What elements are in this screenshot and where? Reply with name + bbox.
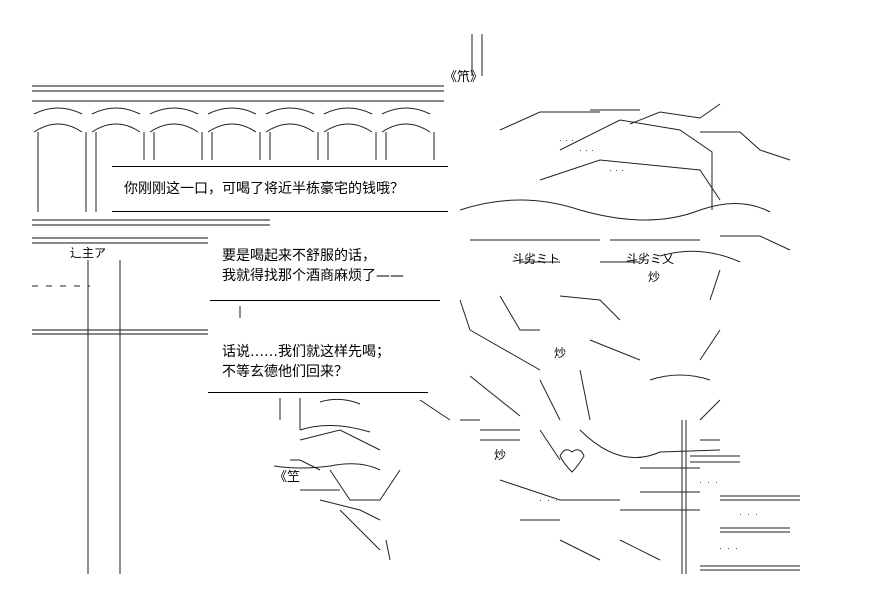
label-dou-2: 斗劣ミ乂	[626, 252, 675, 266]
right-stripes	[681, 420, 800, 574]
speech-line: 话说……我们就这样先喝；	[222, 344, 390, 360]
label-zhuzhu: 辶主ア	[70, 246, 107, 260]
label-chao-2: 炒	[494, 448, 507, 462]
speech-text-3: 话说……我们就这样先喝； 不等玄德他们回来？	[222, 342, 390, 382]
speech-bubble-2: 要是喝起来不舒服的话， 我就得找那个酒商麻烦了——	[210, 236, 440, 301]
pole	[471, 34, 483, 76]
sign-label: 《笊》	[444, 70, 484, 85]
label-zhu-lower: 《笁	[274, 470, 301, 485]
speech-bubble-1: 你刚刚这一口，可喝了将近半栋豪宅的钱哦？	[112, 166, 448, 212]
speech-line: 不等玄德他们回来？	[222, 364, 348, 380]
dot-textures	[540, 140, 757, 549]
speech-line: 要是喝起来不舒服的话，	[222, 248, 376, 264]
label-dou-1: 斗劣ミト	[512, 252, 561, 266]
speech-bubble-3: 话说……我们就这样先喝； 不等玄德他们回来？	[208, 330, 428, 393]
character-outline	[459, 103, 791, 561]
speech-line: 我就得找那个酒商麻烦了——	[222, 268, 404, 284]
label-chao-3: 炒	[554, 346, 567, 360]
fan-outline	[273, 398, 480, 561]
lower-pillars	[87, 260, 241, 574]
arches	[33, 107, 431, 133]
roof-lines	[32, 85, 444, 102]
columns	[37, 132, 435, 212]
speech-text-2: 要是喝起来不舒服的话， 我就得找那个酒商麻烦了——	[222, 246, 404, 286]
speech-text-1: 你刚刚这一口，可喝了将近半栋豪宅的钱哦？	[124, 181, 404, 197]
label-chao-1: 炒	[648, 270, 661, 284]
